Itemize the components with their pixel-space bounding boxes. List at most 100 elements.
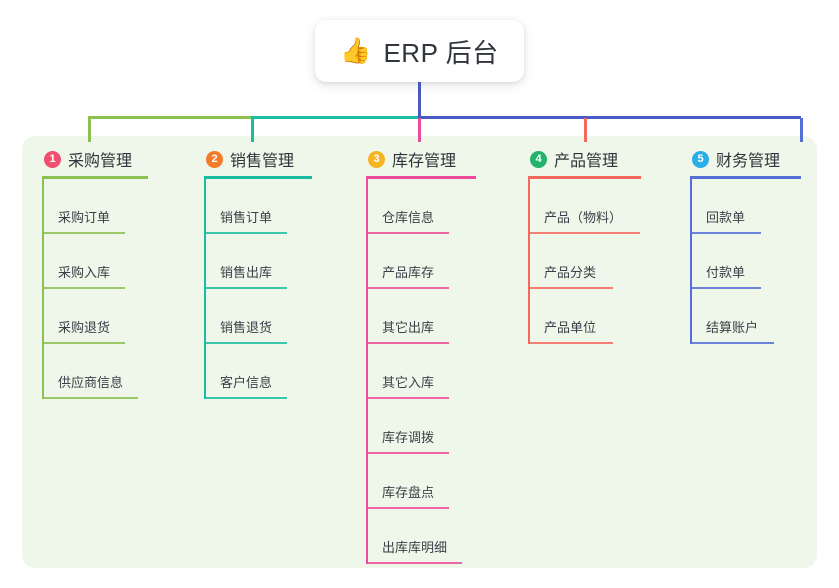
column-drop-line-5 xyxy=(800,118,803,142)
list-item-rule xyxy=(528,287,613,289)
list-item-rule xyxy=(42,232,125,234)
column-header-rule xyxy=(528,176,641,179)
departments-panel xyxy=(22,136,817,568)
list-item-label: 产品库存 xyxy=(382,265,435,280)
column-trunk-line xyxy=(42,179,44,399)
list-item[interactable]: 其它出库 xyxy=(366,289,476,344)
list-item[interactable]: 结算账户 xyxy=(690,289,801,344)
list-item-rule xyxy=(366,397,449,399)
list-item-label: 采购订单 xyxy=(58,210,111,225)
list-item-label: 回款单 xyxy=(706,210,746,225)
column-trunk-line xyxy=(204,179,206,399)
column-title: 财务管理 xyxy=(716,153,781,170)
column-items: 产品（物料） 产品分类产品单位 xyxy=(528,179,641,344)
list-item-rule xyxy=(42,397,138,399)
list-item-label: 付款单 xyxy=(706,265,746,280)
column-title: 产品管理 xyxy=(554,153,619,170)
list-item-label: 其它出库 xyxy=(382,320,435,335)
list-item-rule xyxy=(204,342,287,344)
list-item-label: 采购退货 xyxy=(58,320,111,335)
column-header-4[interactable]: 4 产品管理 xyxy=(528,146,641,172)
list-item[interactable]: 销售退货 xyxy=(204,289,312,344)
list-item[interactable]: 出库库明细 xyxy=(366,509,476,564)
column-title: 库存管理 xyxy=(392,153,457,170)
root-node[interactable]: 👍 ERP 后台 xyxy=(315,20,524,82)
column-header-3[interactable]: 3 库存管理 xyxy=(366,146,476,172)
column-items: 回款单付款单结算账户 xyxy=(690,179,801,344)
list-item[interactable]: 客户信息 xyxy=(204,344,312,399)
column-header-rule xyxy=(366,176,476,179)
column-title: 采购管理 xyxy=(68,153,133,170)
column-header-rule xyxy=(204,176,312,179)
list-item-rule xyxy=(204,397,287,399)
list-item[interactable]: 回款单 xyxy=(690,179,801,234)
list-item-rule xyxy=(528,342,613,344)
list-item-rule xyxy=(204,232,287,234)
list-item-label: 产品分类 xyxy=(544,265,597,280)
list-item-rule xyxy=(690,342,774,344)
connector-segment-1 xyxy=(88,116,251,119)
root-node-title: ERP 后台 xyxy=(383,37,499,68)
column-trunk-line xyxy=(690,179,692,344)
list-item-label: 出库库明细 xyxy=(382,540,448,555)
list-item[interactable]: 销售订单 xyxy=(204,179,312,234)
column-drop-line-2 xyxy=(251,118,254,142)
list-item[interactable]: 产品（物料） xyxy=(528,179,641,234)
list-item-label: 其它入库 xyxy=(382,375,435,390)
column-产品管理: 4 产品管理产品（物料） 产品分类产品单位 xyxy=(528,146,641,344)
list-item-label: 库存调拨 xyxy=(382,430,435,445)
list-item-label: 仓库信息 xyxy=(382,210,435,225)
list-item[interactable]: 产品单位 xyxy=(528,289,641,344)
column-trunk-line xyxy=(528,179,530,344)
list-item-rule xyxy=(42,342,125,344)
column-header-rule xyxy=(690,176,801,179)
list-item-rule xyxy=(366,507,449,509)
list-item[interactable]: 其它入库 xyxy=(366,344,476,399)
list-item-label: 采购入库 xyxy=(58,265,111,280)
column-title: 销售管理 xyxy=(230,153,295,170)
list-item[interactable]: 采购退货 xyxy=(42,289,148,344)
column-trunk-line xyxy=(366,179,368,564)
column-header-rule xyxy=(42,176,148,179)
list-item-rule xyxy=(204,287,287,289)
list-item[interactable]: 仓库信息 xyxy=(366,179,476,234)
list-item[interactable]: 库存盘点 xyxy=(366,454,476,509)
list-item[interactable]: 采购入库 xyxy=(42,234,148,289)
column-number-badge: 4 xyxy=(530,150,547,168)
column-header-5[interactable]: 5 财务管理 xyxy=(690,146,801,172)
list-item[interactable]: 产品库存 xyxy=(366,234,476,289)
column-drop-line-3 xyxy=(418,118,421,142)
list-item-rule xyxy=(366,452,449,454)
column-库存管理: 3 库存管理仓库信息产品库存其它出库其它入库库存调拨库存盘点出库库明细 xyxy=(366,146,476,564)
column-drop-line-4 xyxy=(584,118,587,142)
column-number-badge: 3 xyxy=(368,150,385,168)
list-item[interactable]: 库存调拨 xyxy=(366,399,476,454)
column-items: 销售订单销售出库销售退货客户信息 xyxy=(204,179,312,399)
list-item-label: 供应商信息 xyxy=(58,375,124,390)
list-item-rule xyxy=(690,287,761,289)
list-item[interactable]: 产品分类 xyxy=(528,234,641,289)
list-item[interactable]: 供应商信息 xyxy=(42,344,148,399)
list-item-label: 销售退货 xyxy=(220,320,273,335)
list-item[interactable]: 销售出库 xyxy=(204,234,312,289)
column-财务管理: 5 财务管理回款单付款单结算账户 xyxy=(690,146,801,344)
column-drop-line-1 xyxy=(88,118,91,142)
column-number-badge: 5 xyxy=(692,150,709,168)
thumbs-up-icon: 👍 xyxy=(340,36,372,65)
list-item-rule xyxy=(42,287,125,289)
list-item-rule xyxy=(366,342,449,344)
list-item[interactable]: 付款单 xyxy=(690,234,801,289)
list-item-rule xyxy=(366,287,449,289)
root-drop-line xyxy=(418,81,421,118)
list-item-rule xyxy=(366,562,462,564)
list-item[interactable]: 采购订单 xyxy=(42,179,148,234)
list-item-rule xyxy=(690,232,761,234)
list-item-label: 销售订单 xyxy=(220,210,273,225)
connector-segment-3 xyxy=(418,116,801,119)
column-items: 采购订单采购入库采购退货供应商信息 xyxy=(42,179,148,399)
